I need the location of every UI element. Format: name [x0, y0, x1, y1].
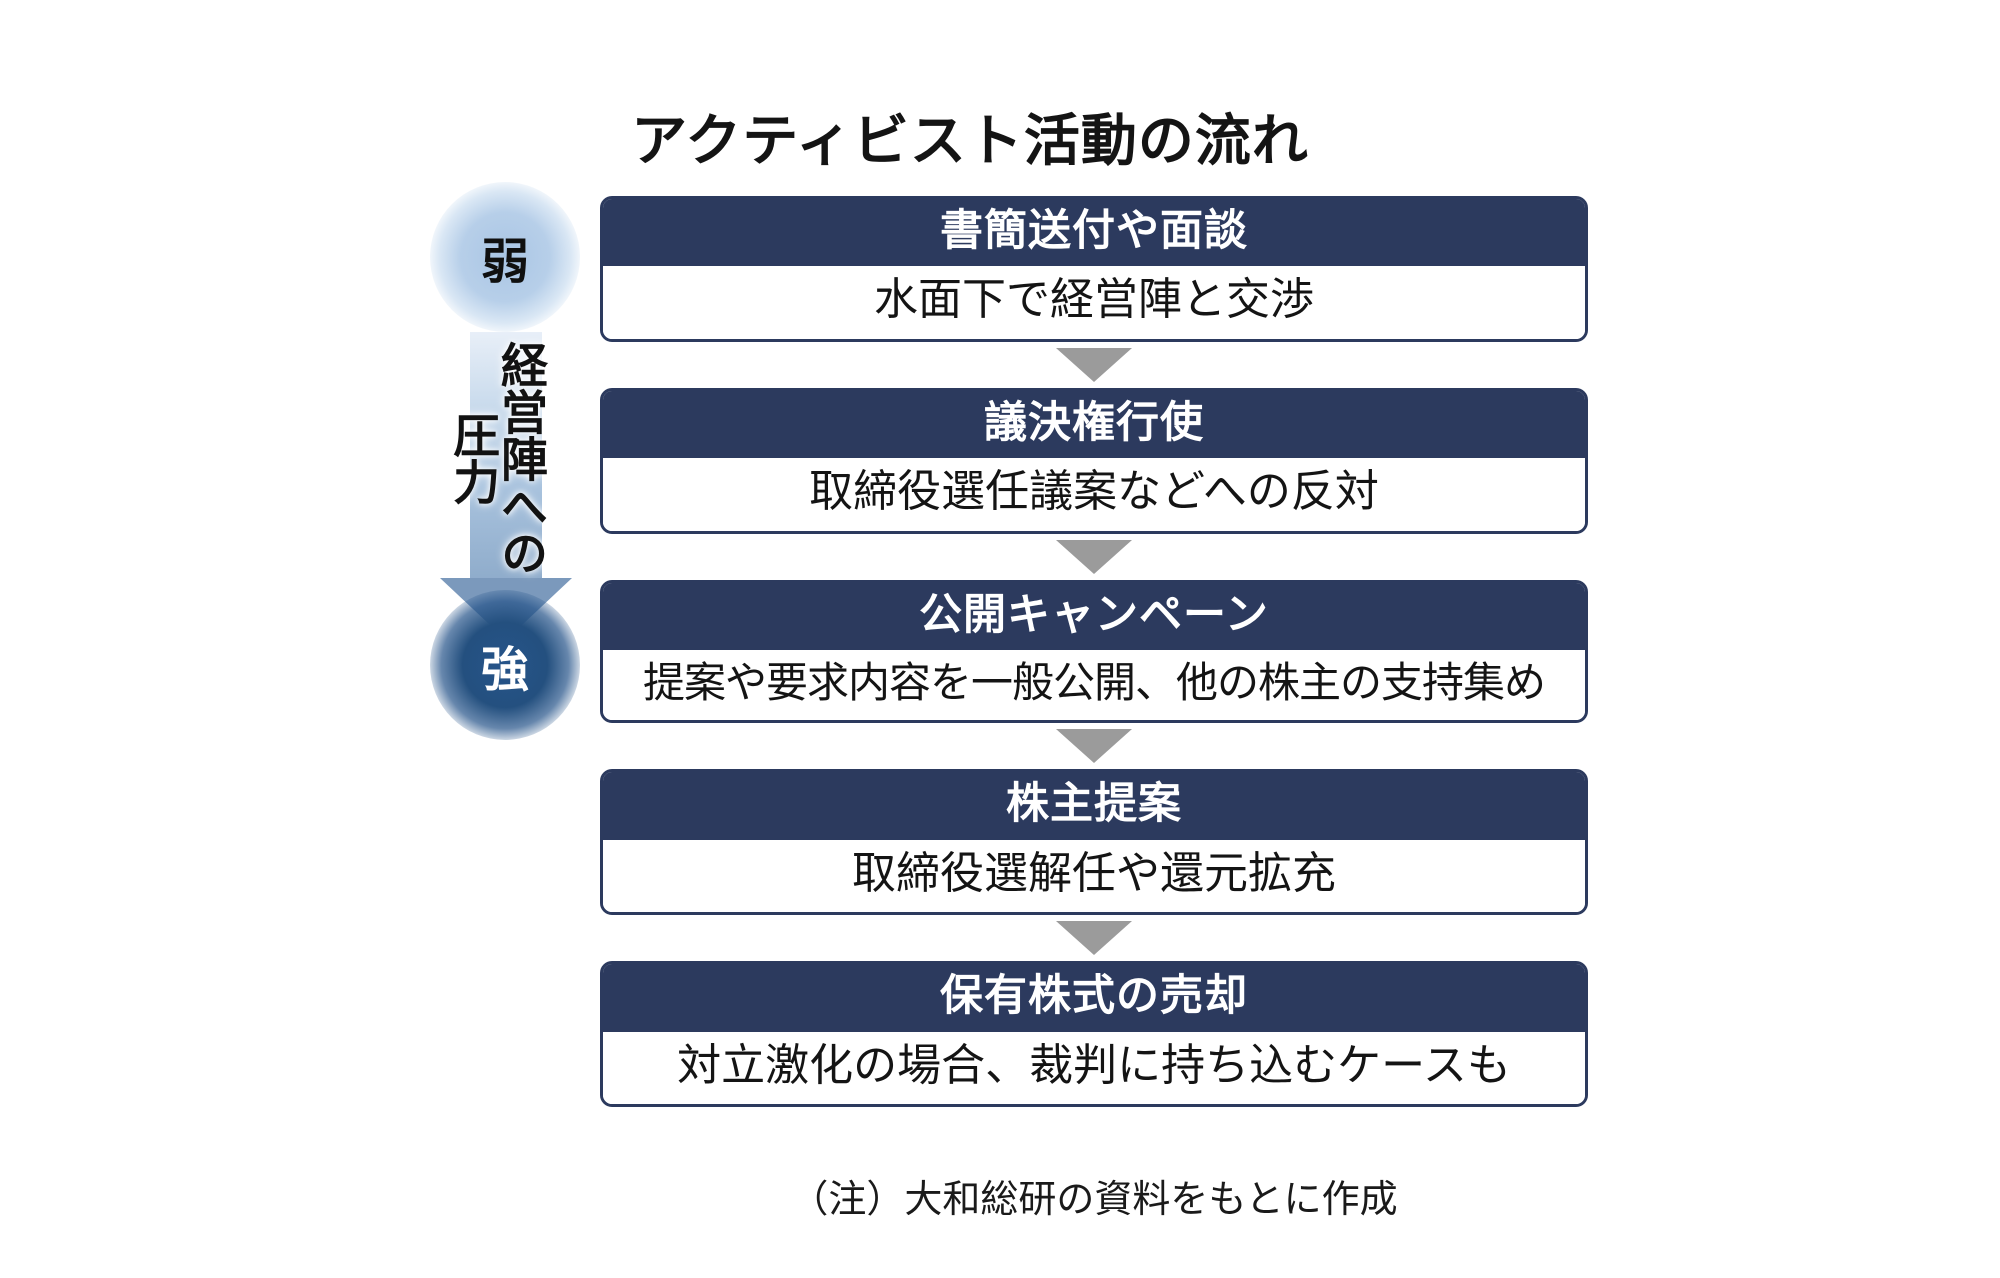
chevron-down-icon	[1056, 729, 1132, 764]
pressure-axis-label: 経営陣への圧力	[446, 340, 547, 576]
flow-step-1-body: 水面下で経営陣と交渉	[603, 266, 1585, 339]
strength-badge-strong: 強	[430, 590, 580, 740]
chevron-down-icon	[1056, 539, 1132, 574]
flow-connector-1	[600, 342, 1588, 388]
chevron-down-icon	[1056, 347, 1132, 382]
flow-step-5: 保有株式の売却 対立激化の場合、裁判に持ち込むケースも	[600, 961, 1588, 1107]
flow-step-5-body: 対立激化の場合、裁判に持ち込むケースも	[603, 1031, 1585, 1104]
flow-step-4: 株主提案 取締役選解任や還元拡充	[600, 769, 1588, 916]
flow-step-list: 書簡送付や面談 水面下で経営陣と交渉 議決権行使 取締役選任議案などへの反対 公…	[600, 196, 1588, 1107]
flow-connector-4	[600, 915, 1588, 961]
flow-step-1: 書簡送付や面談 水面下で経営陣と交渉	[600, 196, 1588, 342]
strength-badge-strong-label: 強	[480, 644, 529, 697]
flow-step-1-header: 書簡送付や面談	[603, 199, 1585, 267]
chevron-down-icon	[1056, 921, 1132, 956]
strength-badge-weak: 弱	[430, 182, 580, 332]
source-footnote: （注）大和総研の資料をもとに作成	[790, 1179, 1398, 1221]
flow-step-4-header: 株主提案	[603, 772, 1585, 840]
flow-step-5-header: 保有株式の売却	[603, 964, 1585, 1032]
flow-step-3-body: 提案や要求内容を一般公開、他の株主の支持集め	[603, 650, 1585, 721]
page-title: アクティビスト活動の流れ	[631, 109, 1309, 172]
flow-connector-3	[600, 723, 1588, 769]
flow-step-2: 議決権行使 取締役選任議案などへの反対	[600, 387, 1588, 534]
flow-step-3-header: 公開キャンペーン	[603, 582, 1585, 651]
flow-step-2-header: 議決権行使	[603, 390, 1585, 459]
flow-step-4-body: 取締役選解任や還元拡充	[603, 839, 1585, 913]
flow-step-3: 公開キャンペーン 提案や要求内容を一般公開、他の株主の支持集め	[600, 579, 1588, 724]
flow-step-2-body: 取締役選任議案などへの反対	[603, 458, 1585, 531]
strength-badge-weak-label: 弱	[480, 236, 529, 289]
pressure-arrow-shaft	[470, 332, 542, 580]
flow-connector-2	[600, 534, 1588, 580]
